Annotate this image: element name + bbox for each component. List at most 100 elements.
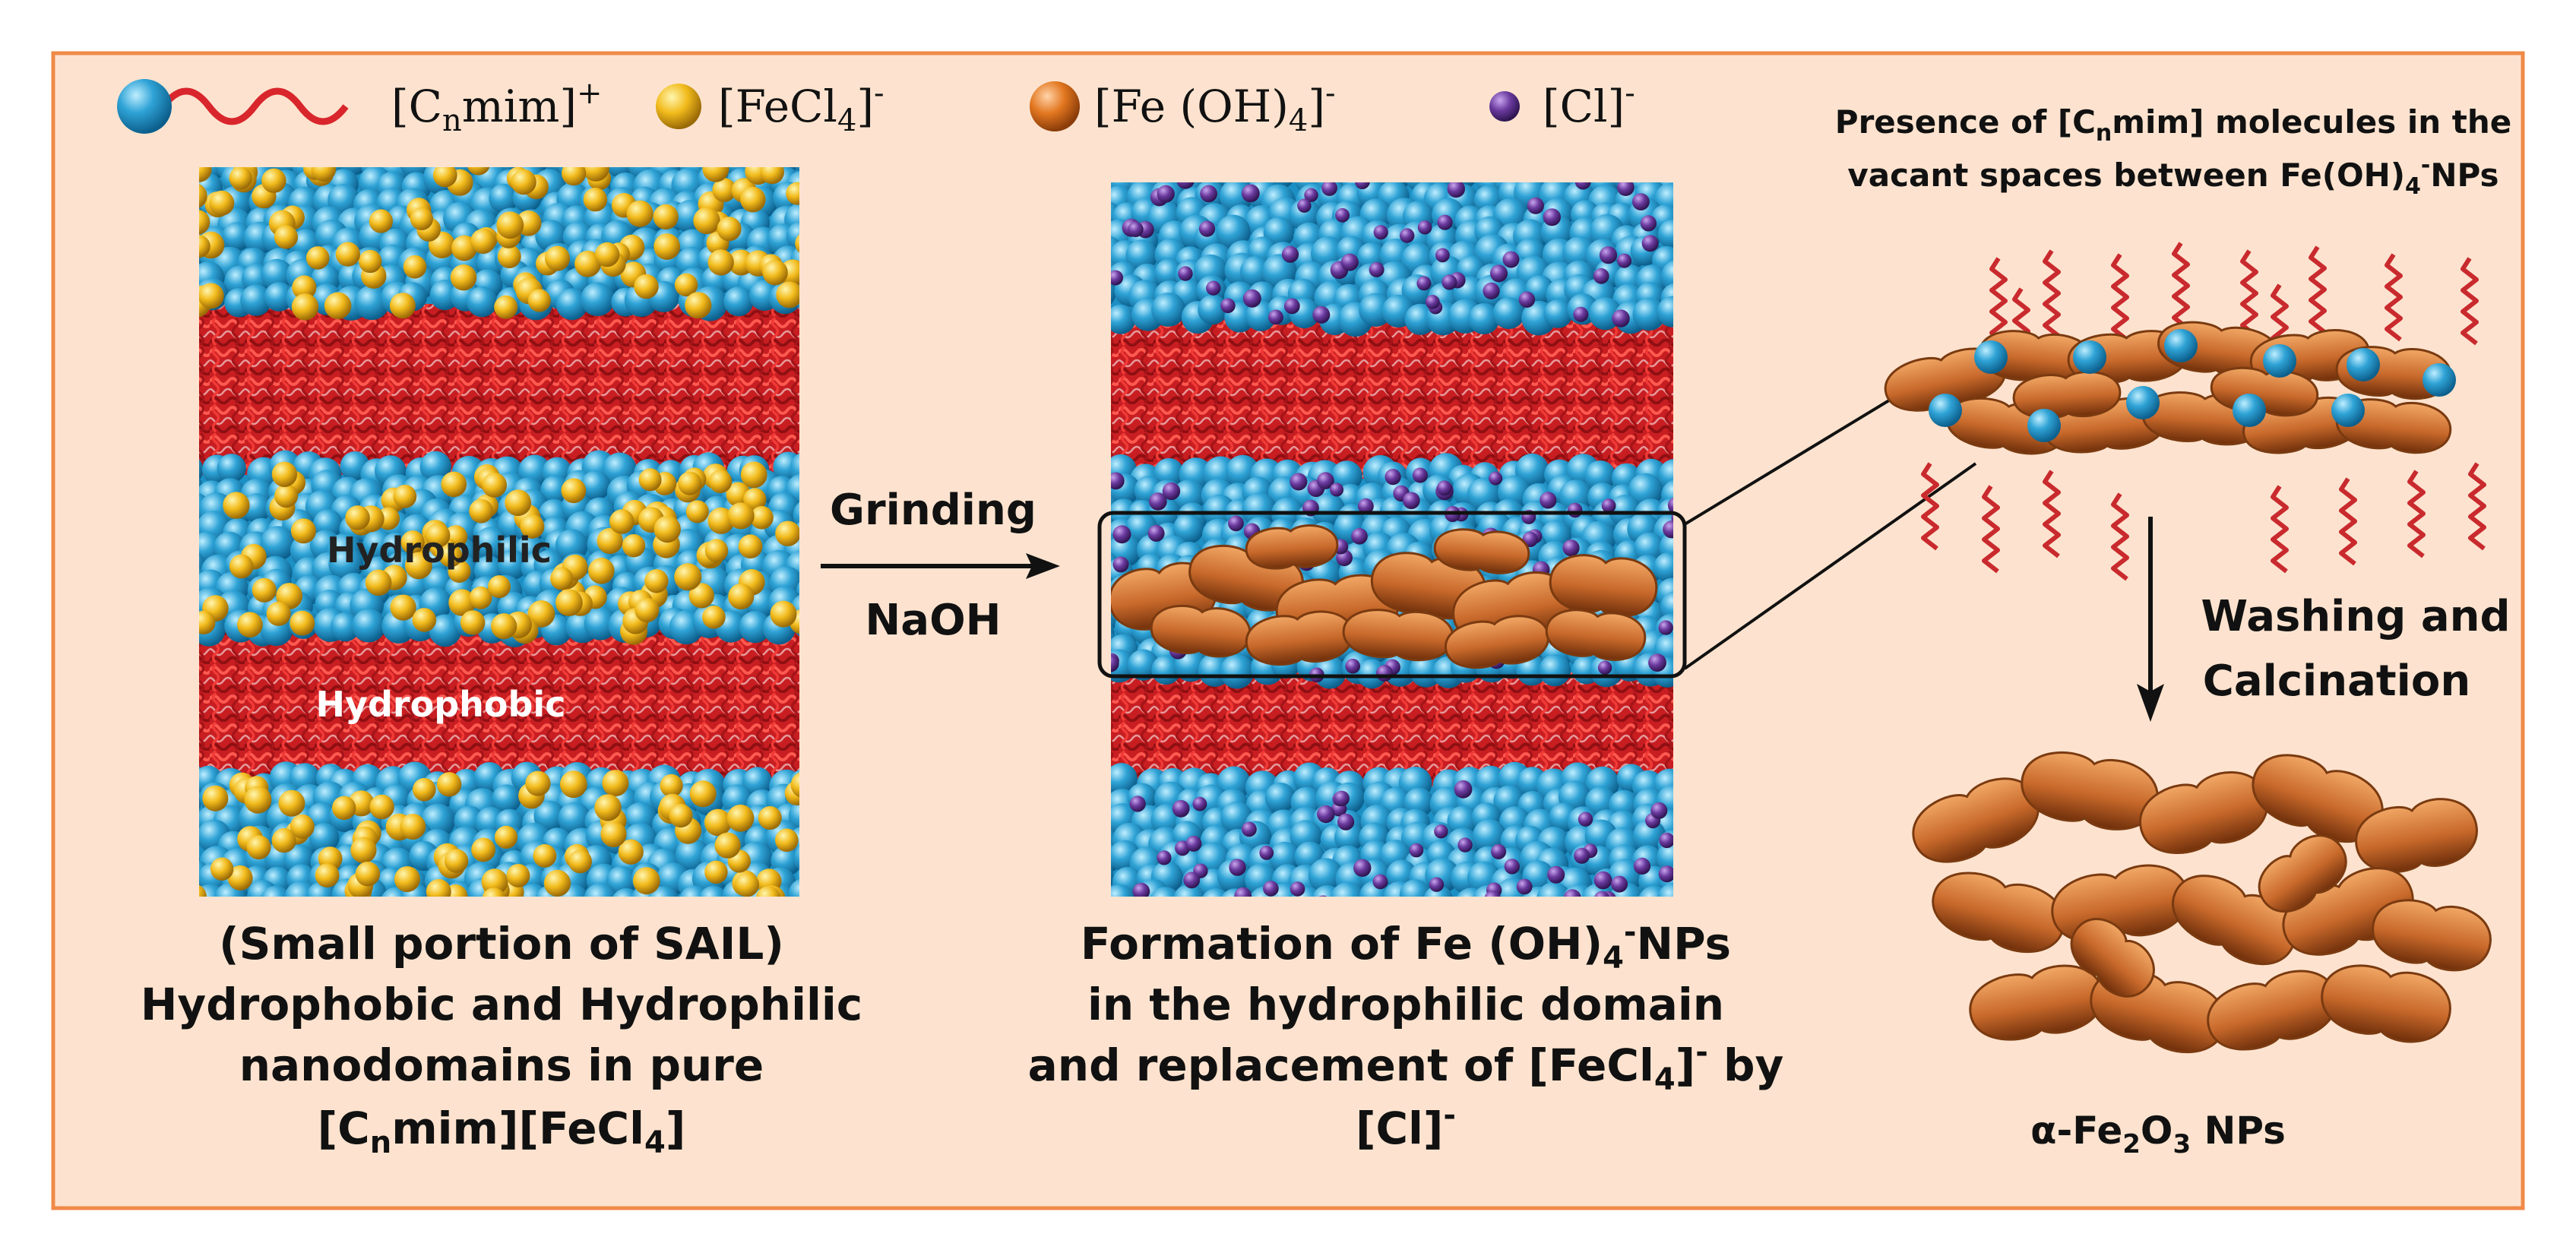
cation-head <box>1111 763 1138 796</box>
fecl4-anion <box>425 523 451 549</box>
alkyl-tail <box>2468 462 2486 551</box>
fecl4-anion <box>412 608 437 632</box>
cation-head <box>1334 822 1364 853</box>
cation-head <box>555 288 588 321</box>
fecl4-anion <box>660 774 683 798</box>
fecl4-anion <box>693 207 720 235</box>
fecl4-anion <box>497 245 521 268</box>
fecl4-anion <box>634 274 659 299</box>
fecl4-anion <box>561 478 587 504</box>
fecl4-anion <box>574 250 601 277</box>
cation-head <box>1202 888 1229 897</box>
chloride-ion <box>1317 472 1334 489</box>
chloride-ion <box>1547 865 1565 884</box>
cation-head <box>1313 656 1347 689</box>
chloride-ion <box>1403 492 1420 510</box>
cation-head <box>429 614 462 647</box>
fecl4-anion <box>199 184 207 208</box>
fecl4-anion <box>758 806 782 830</box>
chloride-ion <box>1518 291 1536 308</box>
fecl4-anion <box>533 844 557 868</box>
fecl4-anion <box>448 589 476 616</box>
chloride-ion <box>1601 498 1616 513</box>
fecl4-anion <box>669 803 693 828</box>
cation-head <box>2347 348 2380 381</box>
fecl4-anion <box>738 534 763 558</box>
fecl4-anion <box>229 167 252 190</box>
cation-head <box>1242 492 1277 528</box>
chloride-ion <box>1650 802 1668 819</box>
fecl4-anion <box>520 514 545 539</box>
cation-head <box>558 802 591 835</box>
fecl4-anion <box>394 866 420 892</box>
panel2-caption: Formation of Fe (OH)4-NPs in the hydroph… <box>1028 915 1784 1154</box>
fecl4-anion <box>550 567 574 590</box>
fecl4-anion <box>594 794 622 821</box>
panel3-title-line1: Presence of [Cnmim] molecules in the <box>1835 103 2511 147</box>
chloride-ion <box>1641 235 1659 252</box>
alkyl-tail <box>2460 257 2479 346</box>
fecl4-anion <box>405 552 432 580</box>
fecl4-anion <box>559 770 587 799</box>
fe-oh4-nanoparticle <box>1433 528 1530 574</box>
fecl4-anion <box>494 825 518 849</box>
fecl4-anion <box>707 507 735 534</box>
chloride-ion <box>1489 471 1503 486</box>
fecl4-anion <box>632 867 660 895</box>
cation-head <box>1239 255 1272 288</box>
cation-head <box>497 549 528 580</box>
fecl4-anion <box>199 210 210 235</box>
fecl4-anion <box>436 772 462 797</box>
fecl4-anion <box>689 780 717 808</box>
fecl4-anion <box>491 613 517 640</box>
fecl4-anion <box>568 849 592 874</box>
fecl4-anion <box>775 520 799 546</box>
cation-head <box>264 282 294 312</box>
fecl4-anion <box>292 275 317 300</box>
fecl4-anion <box>315 863 340 887</box>
fecl4-anion <box>389 293 416 319</box>
fecl4-anion <box>332 796 356 821</box>
panel1-caption-line2: Hydrophobic and Hydrophilic <box>141 979 862 1030</box>
cation-head <box>1654 552 1673 582</box>
cation-head <box>1125 239 1158 272</box>
panel3-title-line2: vacant spaces between Fe(OH)4-NPs <box>1847 152 2498 200</box>
chloride-ion <box>1358 498 1374 514</box>
chloride-ion <box>1268 309 1283 325</box>
fecl4-anion <box>653 233 681 260</box>
fecl4-anion <box>555 589 583 616</box>
chloride-ion <box>1540 492 1557 509</box>
fecl4-anion <box>199 235 210 258</box>
chloride-ion <box>1385 469 1401 486</box>
fecl4-anion <box>227 865 253 891</box>
fe-oh4-nanoparticle <box>2335 398 2452 454</box>
chloride-ion <box>1659 832 1673 849</box>
cation-head <box>2233 394 2266 427</box>
cation-head <box>793 845 799 871</box>
chloride-ion <box>1490 264 1508 283</box>
chloride-ion <box>1111 472 1125 490</box>
chloride-ion <box>1192 796 1207 811</box>
chloride-ion <box>1504 859 1521 875</box>
chloride-ion <box>1373 225 1388 240</box>
cation-head <box>419 451 451 483</box>
fecl4-anion <box>638 468 662 492</box>
chloride-ion <box>1502 251 1520 268</box>
chloride-ion <box>1112 525 1131 544</box>
chloride-ion <box>1599 246 1618 264</box>
fecl4-anion <box>760 167 784 185</box>
panel2-hydrophobic-band-top <box>1111 315 1673 479</box>
legend-cation-icon <box>117 79 349 134</box>
fecl4-anion <box>635 597 660 623</box>
cation-head <box>222 222 252 252</box>
fecl4-anion <box>594 242 620 267</box>
panel1-hydrophobic-band-bottom <box>199 627 799 786</box>
cation-head <box>1657 882 1673 897</box>
legend-feoh4-icon <box>1030 81 1080 131</box>
chloride-ion <box>1574 847 1590 864</box>
fecl4-anion <box>755 886 781 897</box>
alkyl-tail <box>2309 245 2327 334</box>
chloride-ion <box>1612 309 1630 327</box>
cation-head <box>584 607 617 641</box>
fecl4-anion <box>274 484 299 508</box>
